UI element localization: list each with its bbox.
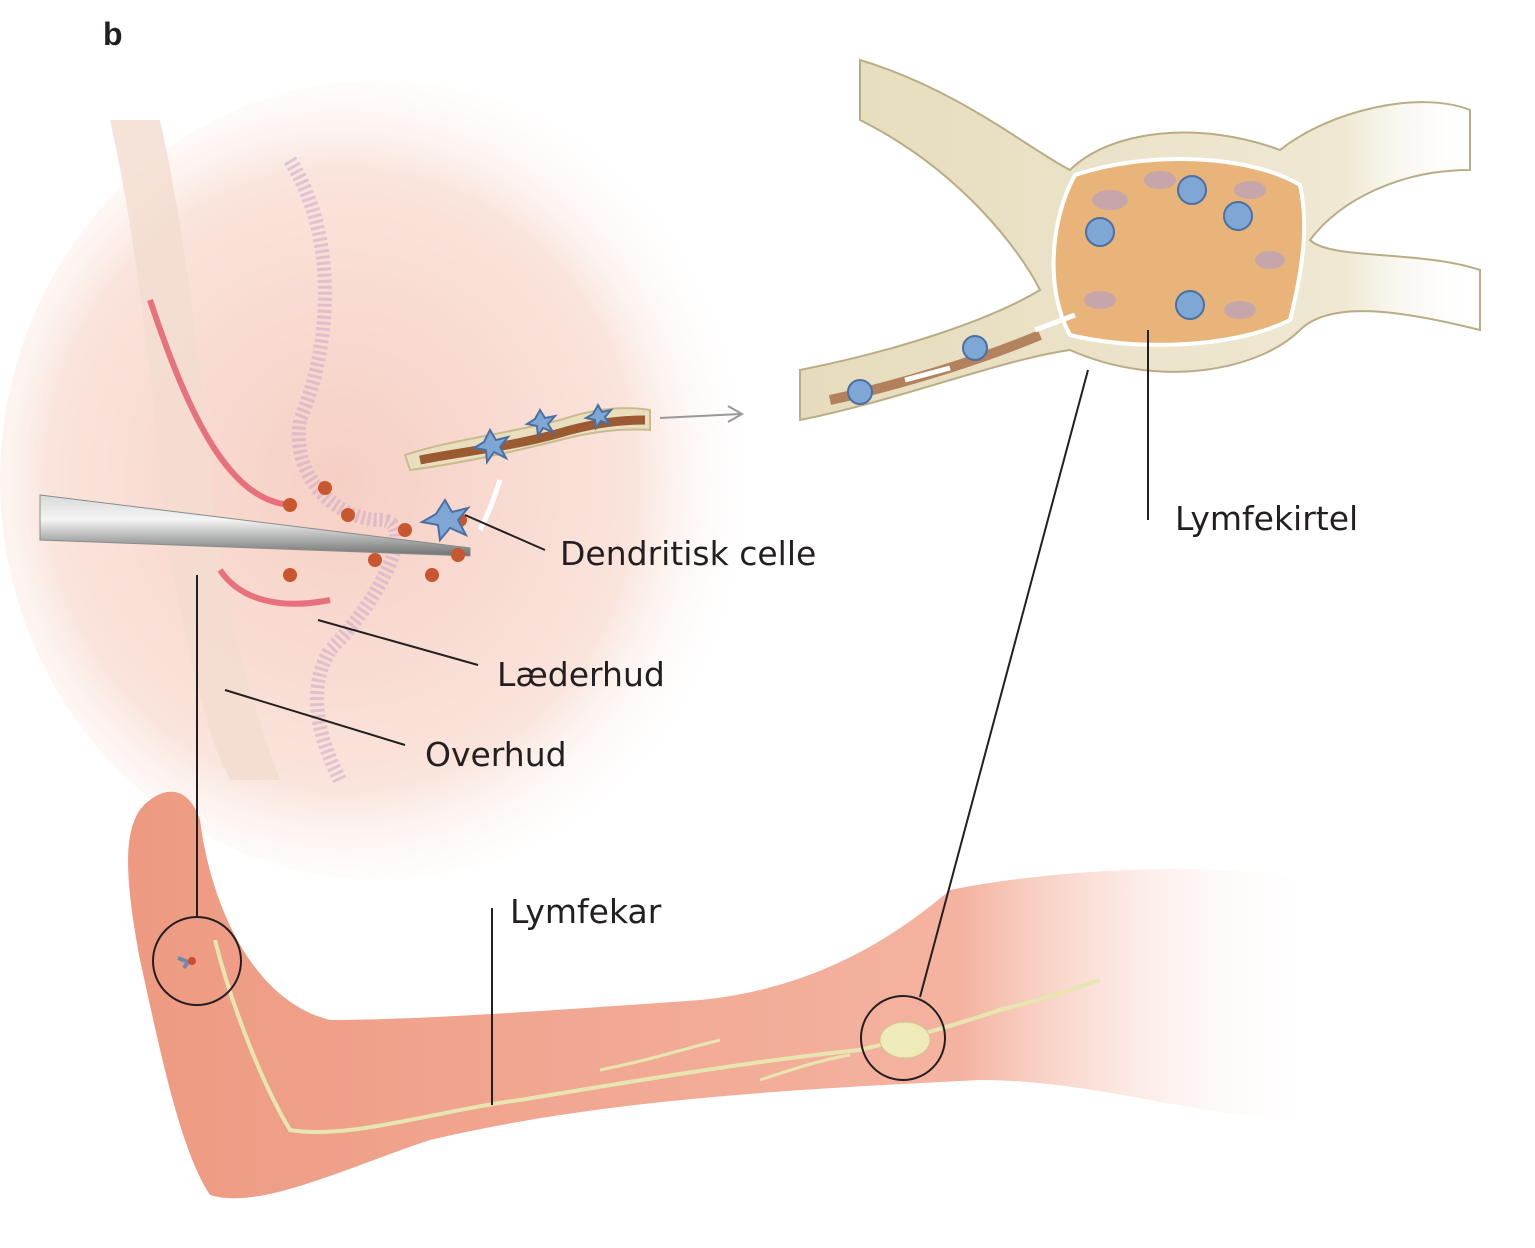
- label-lymph-node: Lymfekirtel: [1175, 499, 1358, 538]
- leader-lines: [152, 330, 1149, 1105]
- panel-letter: b: [103, 16, 123, 52]
- needle: [39, 494, 471, 557]
- lymph-node-site-circle: [860, 995, 946, 1081]
- label-epidermis: Overhud: [425, 735, 567, 774]
- label-lymph-vessel: Lymfekar: [510, 892, 662, 931]
- label-dendritic-cell: Dendritisk celle: [560, 534, 816, 573]
- dendritic-cell-icon: [419, 402, 614, 543]
- skin-cross-section: [0, 80, 760, 880]
- label-dermis: Læderhud: [497, 655, 665, 694]
- leg: [128, 791, 1320, 1199]
- lymph-node: [799, 58, 1481, 422]
